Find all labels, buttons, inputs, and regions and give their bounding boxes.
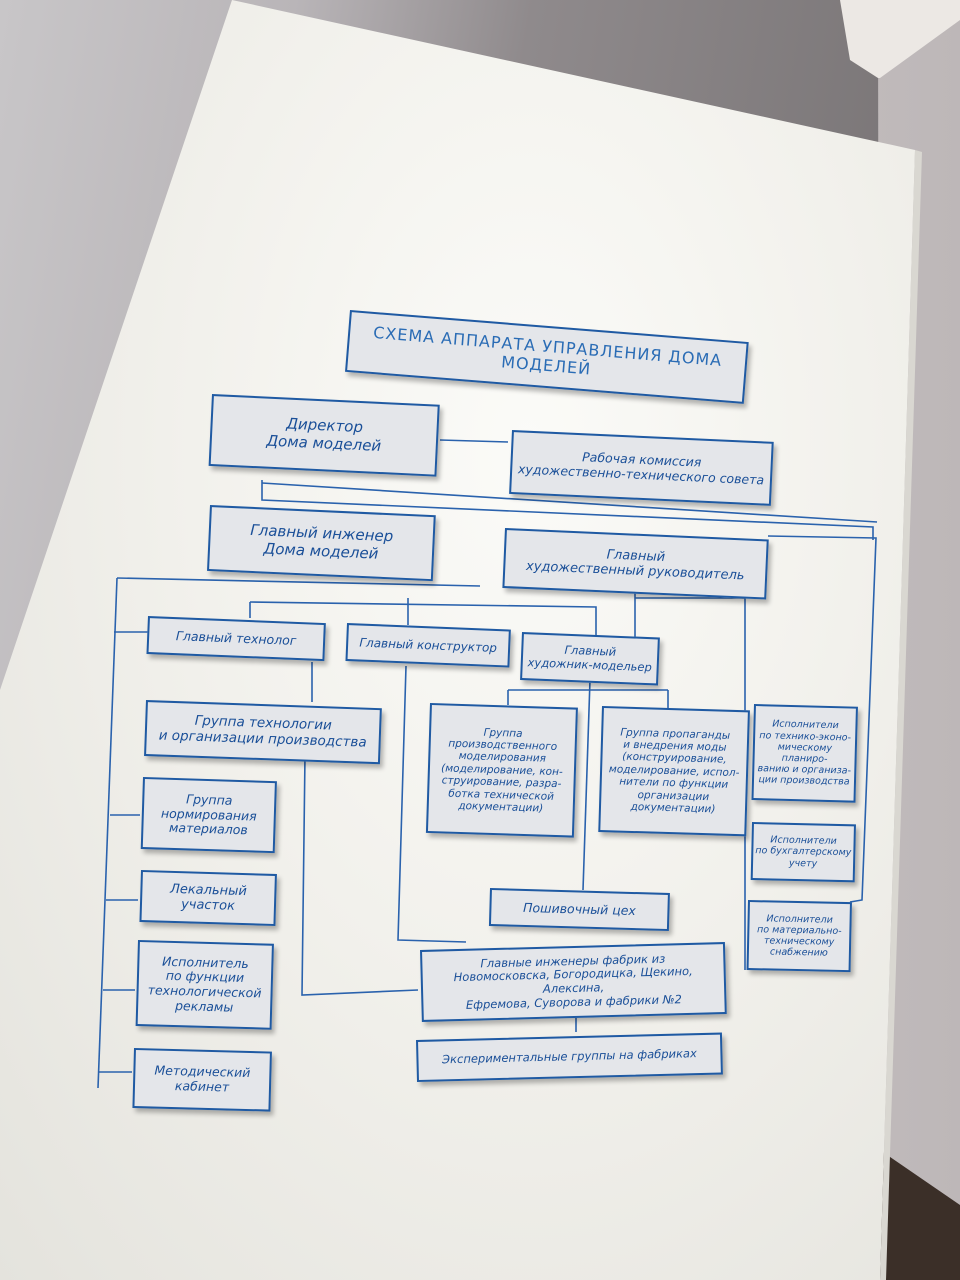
- node-director: Директор Дома моделей: [208, 394, 440, 477]
- node-tech-ads: Исполнитель по функции технологической р…: [135, 940, 274, 1030]
- node-chief-engineer: Главный инженер Дома моделей: [207, 505, 436, 582]
- node-chief-technologist: Главный технолог: [146, 616, 326, 662]
- node-prod-modeling: Группа производственного моделирования (…: [425, 703, 578, 838]
- node-exec-supply: Исполнители по материально- техническому…: [746, 900, 852, 973]
- node-art-director: Главный художественный руководитель: [502, 528, 769, 600]
- node-sewing: Пошивочный цех: [488, 888, 670, 932]
- node-commission: Рабочая комиссия художественно-техническ…: [509, 430, 774, 506]
- node-experimental: Экспериментальные группы на фабриках: [416, 1032, 723, 1082]
- node-method-cabinet: Методический кабинет: [132, 1048, 272, 1112]
- node-propaganda: Группа пропаганды и внедрения моды (конс…: [598, 706, 750, 837]
- node-norm-group: Группа нормирования материалов: [140, 777, 277, 854]
- node-lekal: Лекальный участок: [139, 870, 277, 927]
- node-tech-group: Группа технологии и организации производ…: [144, 700, 382, 765]
- node-exec-planning: Исполнители по технико-эконо- мическому …: [751, 704, 858, 803]
- node-exec-accounting: Исполнители по бухгалтерскому учету: [750, 822, 856, 883]
- node-factory-engineers: Главные инженеры фабрик из Новомосковска…: [420, 942, 727, 1022]
- node-chief-constructor: Главный конструктор: [345, 623, 511, 668]
- node-chief-artist: Главный художник-модельер: [520, 632, 660, 686]
